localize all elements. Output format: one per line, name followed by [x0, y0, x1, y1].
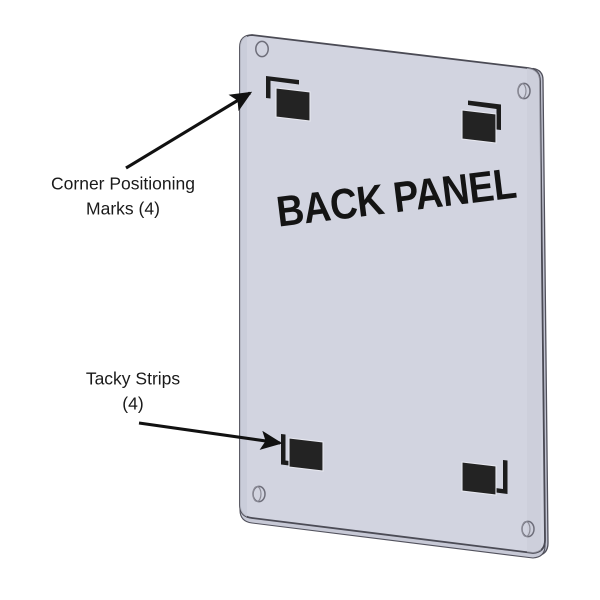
mounting-hole [255, 40, 269, 58]
mounting-hole [517, 82, 527, 99]
callout-label-line1: Tacky Strips [86, 369, 181, 389]
mounting-hole [252, 486, 262, 503]
callout-corner-positioning-marks: Corner Positioning Marks (4) [51, 91, 253, 219]
tacky-strip [461, 109, 497, 144]
mounting-holes-group [252, 40, 535, 538]
callout-label-line1: Corner Positioning [51, 174, 195, 194]
callout-tacky-strips: Tacky Strips (4) [86, 369, 283, 450]
callout-arrow-line [138, 421, 283, 450]
mounting-hole [521, 520, 531, 537]
tacky-strip [461, 461, 497, 496]
callout-arrow-line [125, 91, 253, 170]
callout-label-line2: Marks (4) [86, 199, 160, 219]
callout-label-line2: (4) [122, 394, 143, 414]
tacky-strips-group [275, 87, 497, 496]
tacky-strip [275, 87, 311, 122]
corner-positioning-mark [266, 76, 299, 99]
corner-positioning-mark [468, 100, 501, 130]
tacky-strip [288, 437, 324, 472]
panel-group: BACK PANEL [239, 34, 549, 559]
panel-inner-shading [240, 35, 541, 553]
